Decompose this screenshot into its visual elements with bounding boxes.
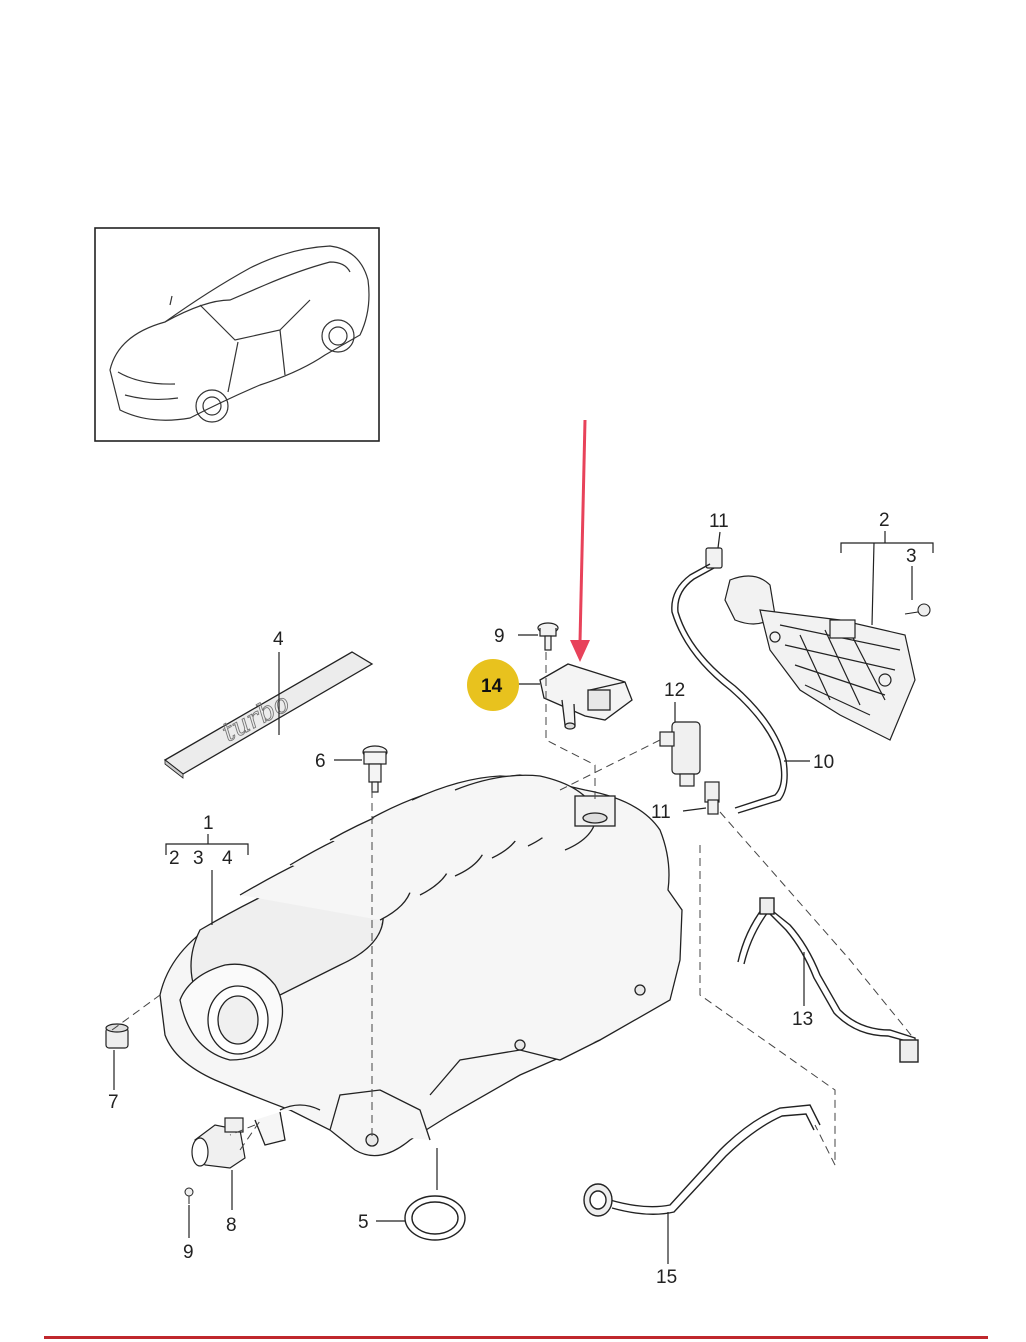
label-3: 3 [906, 546, 917, 567]
label-11-top: 11 [709, 511, 729, 532]
label-11-mid: 11 [651, 802, 671, 823]
part-5-gasket [404, 1195, 466, 1241]
label-7: 7 [108, 1092, 119, 1113]
part-labels: 1 2 3 4 2 3 4 5 6 7 8 9 9 10 11 11 12 13… [108, 510, 917, 1288]
part-10-hose [671, 563, 788, 814]
footer-divider [44, 1336, 988, 1339]
label-5: 5 [358, 1212, 369, 1233]
label-9-bottom: 9 [183, 1242, 194, 1263]
part-12-valve [659, 721, 720, 815]
label-8: 8 [226, 1215, 237, 1236]
label-13: 13 [792, 1009, 813, 1030]
label-12: 12 [664, 680, 685, 701]
leader-lines [113, 531, 934, 1264]
part-4-cover-strip: turbo [163, 651, 374, 779]
label-1-sub-3: 3 [193, 848, 204, 869]
part-14-pressure-sensor [539, 663, 633, 730]
turbo-logo: turbo [217, 688, 295, 748]
label-6: 6 [315, 751, 326, 772]
part-13-hose [737, 897, 919, 1063]
label-2: 2 [879, 510, 890, 531]
label-9-top: 9 [494, 626, 505, 647]
pointer-arrow [570, 419, 590, 662]
label-10: 10 [813, 752, 834, 773]
vehicle-thumbnail [94, 227, 380, 442]
part-3-screw [904, 603, 931, 617]
part-9-screw-top [537, 622, 559, 651]
label-1: 1 [203, 813, 214, 834]
label-4: 4 [273, 629, 284, 650]
part-6-bolt [362, 745, 388, 793]
part-15-hose [583, 1104, 821, 1217]
part-1-intake-manifold [159, 774, 683, 1157]
part-2-actuator-assembly [705, 547, 916, 741]
part-7-cap [105, 1023, 129, 1049]
label-15: 15 [656, 1267, 677, 1288]
label-14: 14 [481, 676, 503, 697]
label-1-sub-4: 4 [222, 848, 233, 869]
part-8-sensor [191, 1117, 246, 1169]
part-14-highlight [467, 659, 519, 711]
part-9-screw-bottom [184, 1187, 194, 1204]
label-1-sub-2: 2 [169, 848, 180, 869]
assembly-guides [111, 652, 916, 1166]
